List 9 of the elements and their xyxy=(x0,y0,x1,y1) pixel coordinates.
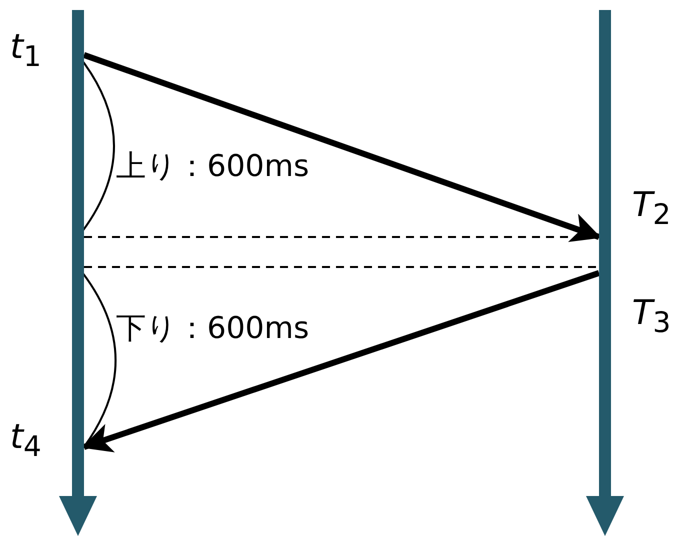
timeline-arrow xyxy=(59,10,97,536)
time-label: T$_{3}$ xyxy=(632,296,671,338)
duration-label: 下り：600ms xyxy=(116,314,310,344)
duration-label: 上り：600ms xyxy=(116,152,310,182)
timeline-arrow xyxy=(586,10,624,536)
time-label: t$_{4}$ xyxy=(10,420,42,462)
arrow xyxy=(83,52,602,242)
time-label: t$_{1}$ xyxy=(10,30,42,72)
time-label: T$_{2}$ xyxy=(632,188,671,230)
